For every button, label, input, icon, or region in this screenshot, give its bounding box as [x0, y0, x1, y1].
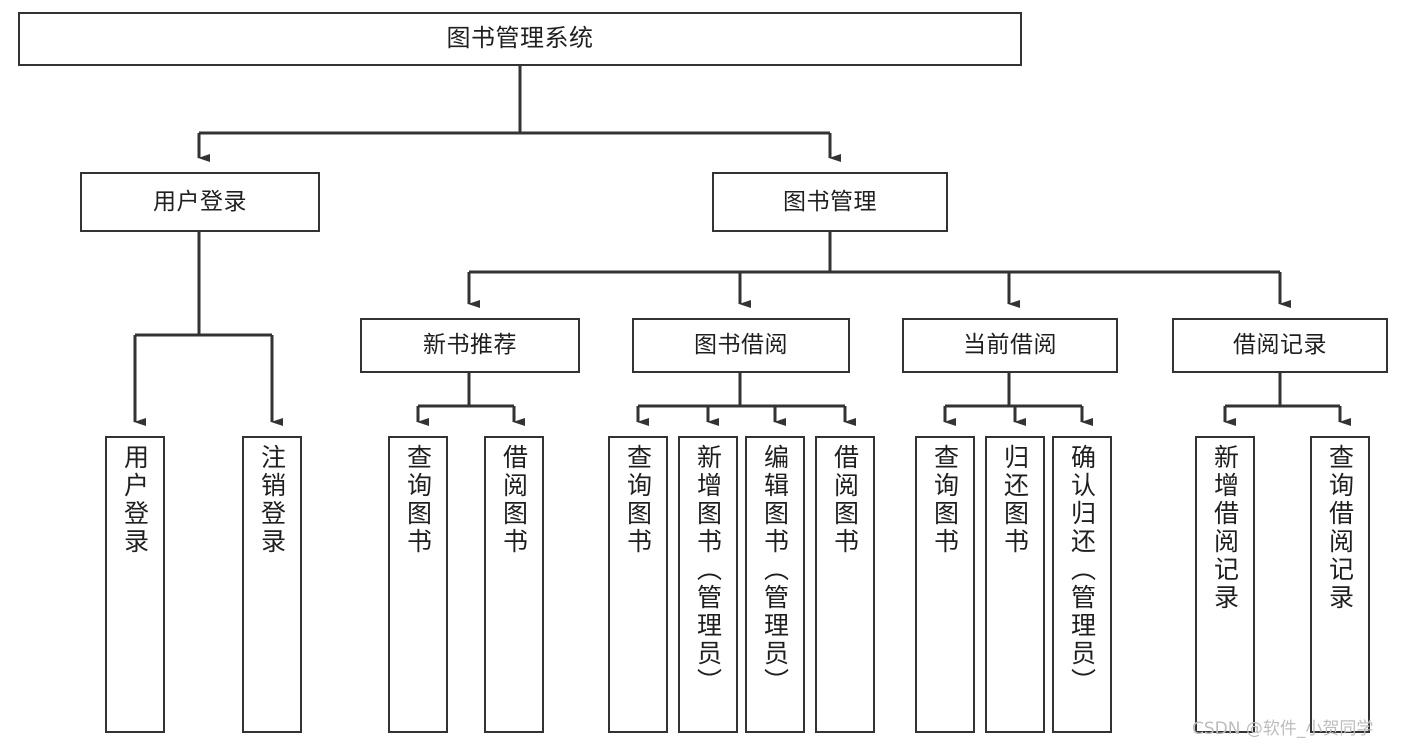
leaf-borrow-edit-book-admin[interactable]: 编辑图书（管理员） [745, 436, 805, 733]
node-label: 确认归还（管理员） [1067, 444, 1097, 696]
node-book-management[interactable]: 图书管理 [712, 172, 948, 232]
node-label: 归还图书 [1000, 444, 1030, 556]
node-label: 查询图书 [623, 444, 653, 556]
node-label: 借阅图书 [499, 444, 529, 556]
leaf-current-query-book[interactable]: 查询图书 [915, 436, 975, 733]
leaf-borrow-borrow-book[interactable]: 借阅图书 [815, 436, 875, 733]
leaf-new-book-borrow[interactable]: 借阅图书 [484, 436, 544, 733]
node-user-login[interactable]: 用户登录 [80, 172, 320, 232]
node-label: 注销登录 [257, 444, 287, 556]
node-label: 图书借阅 [694, 332, 788, 359]
node-label: 借阅图书 [830, 444, 860, 556]
node-label: 查询借阅记录 [1325, 444, 1355, 612]
leaf-record-add-borrow-record[interactable]: 新增借阅记录 [1195, 436, 1255, 733]
node-book-borrow[interactable]: 图书借阅 [632, 318, 850, 373]
csdn-watermark: CSDN @软件_小贺同学 [1192, 719, 1374, 739]
node-borrow-record[interactable]: 借阅记录 [1172, 318, 1388, 373]
node-label: 当前借阅 [963, 332, 1057, 359]
leaf-current-return-book[interactable]: 归还图书 [985, 436, 1045, 733]
node-current-borrow[interactable]: 当前借阅 [902, 318, 1118, 373]
node-label: 借阅记录 [1233, 332, 1327, 359]
leaf-borrow-query-book[interactable]: 查询图书 [608, 436, 668, 733]
leaf-user-login[interactable]: 用户登录 [105, 436, 165, 733]
leaf-current-confirm-return-admin[interactable]: 确认归还（管理员） [1052, 436, 1112, 733]
node-label: 查询图书 [930, 444, 960, 556]
leaf-record-query-borrow-record[interactable]: 查询借阅记录 [1310, 436, 1370, 733]
node-label: 新增图书（管理员） [693, 444, 723, 696]
node-root-book-management-system[interactable]: 图书管理系统 [18, 12, 1022, 66]
node-label: 新书推荐 [423, 332, 517, 359]
node-label: 用户登录 [153, 188, 247, 215]
node-label: 用户登录 [120, 444, 150, 556]
node-label: 图书管理 [783, 188, 877, 215]
node-new-book-recommend[interactable]: 新书推荐 [360, 318, 580, 373]
node-label: 查询图书 [403, 444, 433, 556]
node-label: 图书管理系统 [446, 24, 594, 53]
node-label: 新增借阅记录 [1210, 444, 1240, 612]
node-label: 编辑图书（管理员） [760, 444, 790, 696]
leaf-new-book-query[interactable]: 查询图书 [388, 436, 448, 733]
leaf-logout[interactable]: 注销登录 [242, 436, 302, 733]
leaf-borrow-add-book-admin[interactable]: 新增图书（管理员） [678, 436, 738, 733]
